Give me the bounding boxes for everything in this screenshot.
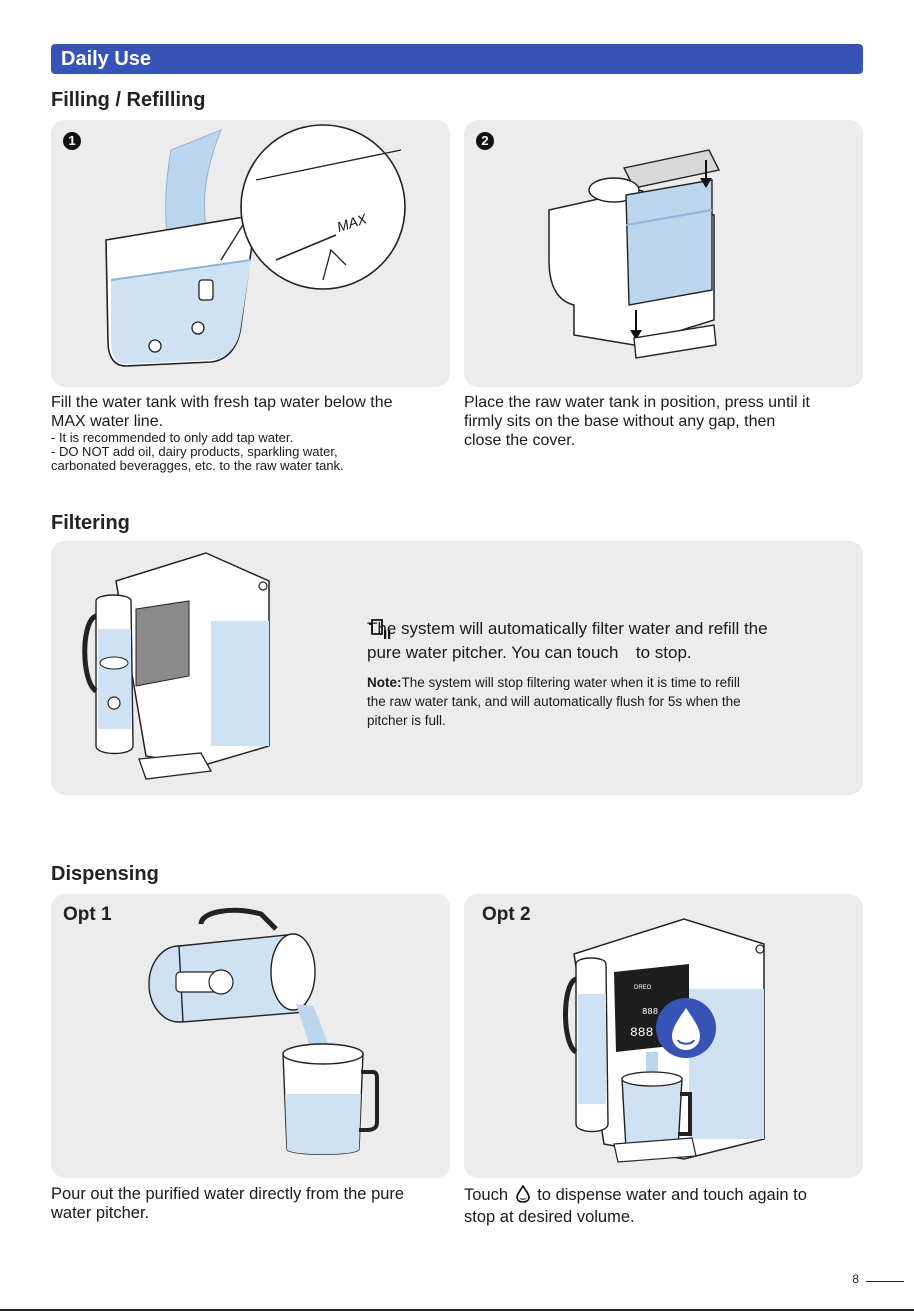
display-digits-large: 888	[630, 1025, 653, 1040]
section-banner: Daily Use	[51, 44, 863, 74]
water-drop-icon	[515, 1184, 531, 1208]
section-title: Daily Use	[61, 48, 152, 70]
fill-tank-illustration: MAX	[105, 124, 406, 367]
page-number: 8	[852, 1272, 859, 1286]
step1-instruction: Fill the water tank with fresh tap water…	[51, 394, 393, 430]
step2-illustration-panel: 2	[464, 120, 863, 387]
step-number-badge: 2	[476, 132, 494, 150]
step1-illustration-panel: MAX 1	[51, 120, 450, 387]
purifier-dispensing-illustration: DREO 888 888	[563, 918, 765, 1163]
opt2-label: Opt 2	[482, 904, 531, 925]
purifier-filtering-illustration	[82, 552, 270, 780]
opt1-instruction: Pour out the purified water directly fro…	[51, 1185, 405, 1222]
display-digits-small: 888	[642, 1007, 658, 1017]
opt1-label: Opt 1	[63, 904, 112, 925]
filtering-note: Note:The system will stop filtering wate…	[367, 675, 741, 728]
filtering-heading: Filtering	[51, 512, 130, 534]
step1-notes: - It is recommended to only add tap wate…	[51, 430, 344, 473]
opt1-illustration-panel: Opt 1	[51, 894, 450, 1178]
pour-pitcher-illustration	[148, 907, 379, 1155]
place-tank-illustration	[548, 149, 721, 359]
step2-instruction: Place the raw water tank in position, pr…	[464, 394, 810, 449]
opt2-illustration-panel: Opt 2 DREO 888 888	[464, 894, 863, 1178]
footer-rule	[0, 1309, 914, 1311]
page-number-rule	[866, 1281, 904, 1282]
filtering-instruction: The system will automatically filter wat…	[367, 619, 768, 662]
filling-heading: Filling / Refilling	[51, 89, 206, 111]
step-number-badge: 1	[63, 132, 81, 150]
display-brand: DREO	[634, 985, 652, 991]
filtering-panel: The system will automatically filter wat…	[51, 541, 863, 795]
opt2-instruction: Touch to dispense water and touch again …	[464, 1184, 807, 1226]
dispensing-heading: Dispensing	[51, 863, 159, 885]
